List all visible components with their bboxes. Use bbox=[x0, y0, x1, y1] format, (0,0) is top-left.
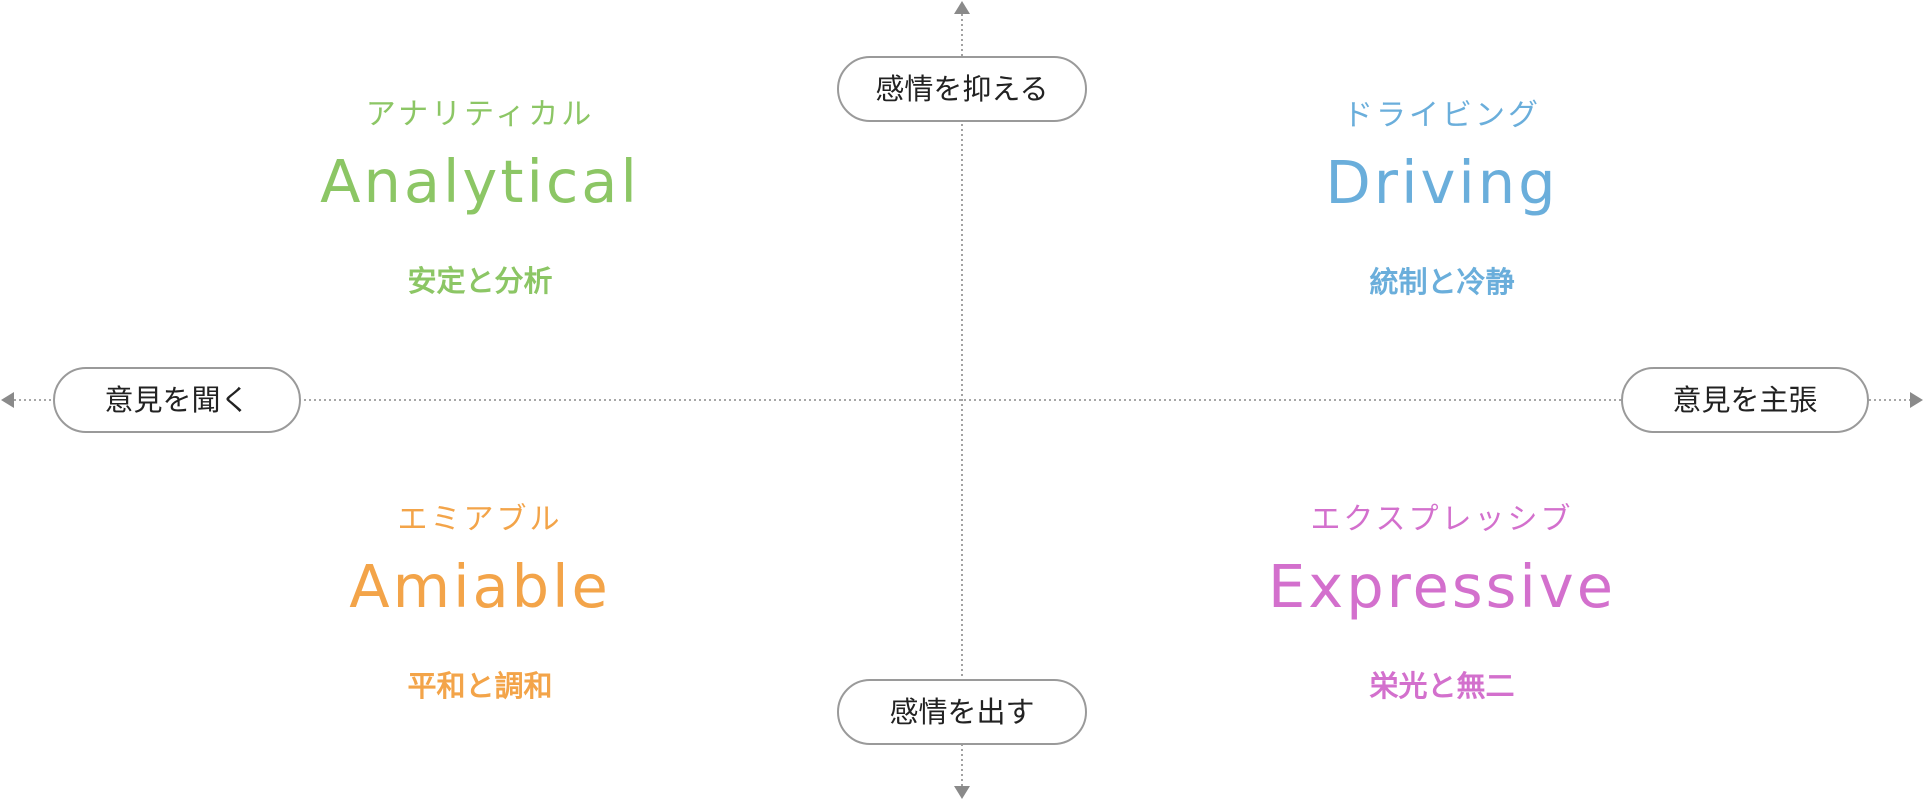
axis-label-right: 意見を主張 bbox=[1621, 367, 1869, 433]
axis-label-left: 意見を聞く bbox=[53, 367, 301, 433]
arrow-up-icon bbox=[954, 1, 970, 14]
quadrant-kana: ドライビング bbox=[1343, 98, 1541, 133]
quadrant-driving: ドライビング Driving 統制と冷静 bbox=[1162, 96, 1722, 302]
arrow-right-icon bbox=[1910, 392, 1923, 408]
arrow-down-icon bbox=[954, 786, 970, 799]
quadrant-slogan: 統制と冷静 bbox=[1369, 265, 1515, 299]
quadrant-english-name: Amiable bbox=[349, 552, 611, 621]
quadrant-slogan: 平和と調和 bbox=[407, 669, 553, 703]
axis-label-bottom: 感情を出す bbox=[837, 679, 1087, 745]
quadrant-slogan: 栄光と無二 bbox=[1369, 669, 1515, 703]
quadrant-kana: エミアブル bbox=[397, 502, 563, 537]
quadrant-analytical: アナリティカル Analytical 安定と分析 bbox=[200, 95, 760, 301]
quadrant-slogan: 安定と分析 bbox=[407, 264, 553, 298]
quadrant-english-name: Driving bbox=[1325, 148, 1559, 217]
quadrant-english-name: Expressive bbox=[1268, 552, 1616, 621]
quadrant-kana: アナリティカル bbox=[365, 97, 595, 132]
quadrant-amiable: エミアブル Amiable 平和と調和 bbox=[200, 500, 760, 706]
axis-label-top: 感情を抑える bbox=[837, 56, 1087, 122]
arrow-left-icon bbox=[1, 392, 14, 408]
quadrant-kana: エクスプレッシブ bbox=[1310, 502, 1574, 537]
quadrant-expressive: エクスプレッシブ Expressive 栄光と無二 bbox=[1162, 500, 1722, 706]
quadrant-english-name: Analytical bbox=[320, 147, 640, 216]
